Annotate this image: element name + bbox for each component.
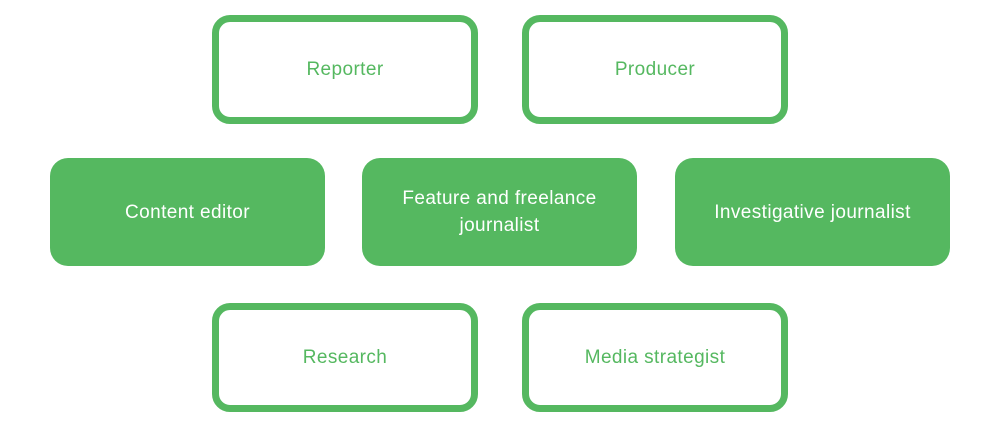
node-research-label: Research xyxy=(302,347,388,368)
node-producer-label: Producer xyxy=(614,59,696,80)
node-reporter-label: Reporter xyxy=(306,59,384,80)
node-feature-freelance-journalist: Feature and freelance journalist xyxy=(362,158,637,266)
node-content-editor: Content editor xyxy=(50,158,325,266)
node-investigative-journalist: Investigative journalist xyxy=(675,158,950,266)
node-content-editor-label: Content editor xyxy=(125,201,250,223)
node-research: Research xyxy=(212,303,478,412)
node-feature-freelance-journalist-label: Feature and freelance journalist xyxy=(402,188,597,236)
node-investigative-journalist-label: Investigative journalist xyxy=(714,201,911,223)
node-media-strategist-label: Media strategist xyxy=(584,347,726,368)
node-reporter: Reporter xyxy=(212,15,478,124)
node-producer: Producer xyxy=(522,15,788,124)
node-media-strategist: Media strategist xyxy=(522,303,788,412)
